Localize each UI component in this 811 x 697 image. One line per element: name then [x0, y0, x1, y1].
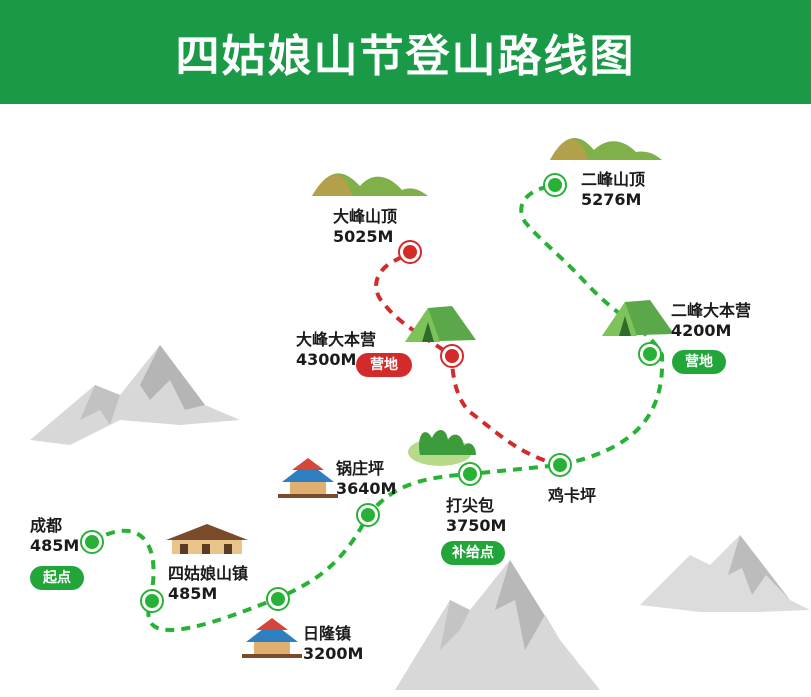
- label-rilong: 日隆镇 3200M: [303, 624, 363, 664]
- hill-near-erfeng-peak: [550, 137, 662, 160]
- label-jikaping: 鸡卡坪: [548, 486, 596, 506]
- badge-camp: 营地: [356, 353, 412, 377]
- point-altitude: 3750M: [446, 516, 507, 535]
- town-building-icon: [166, 524, 248, 554]
- point-erfeng-peak: [543, 173, 567, 197]
- point-dajianbao: [458, 462, 482, 486]
- header-banner: 四姑娘山节登山路线图: [0, 0, 811, 104]
- label-siguniang-town: 四姑娘山镇 485M: [168, 564, 248, 604]
- point-erfeng-camp: [638, 342, 662, 366]
- point-name: 大峰山顶: [333, 207, 398, 226]
- point-dafeng-camp: [440, 344, 464, 368]
- point-name: 四姑娘山镇: [168, 564, 249, 583]
- label-dafeng-peak: 大峰山顶 5025M: [333, 207, 397, 247]
- point-jikaping: [548, 453, 572, 477]
- point-altitude: 4200M: [671, 321, 732, 340]
- label-dafeng-camp: 大峰大本营 4300M: [296, 330, 376, 370]
- point-name: 二峰大本营: [671, 301, 752, 320]
- pavilion-icon: [278, 458, 338, 498]
- point-chengdu: [80, 530, 104, 554]
- point-altitude: 485M: [168, 584, 218, 603]
- label-erfeng-camp: 二峰大本营 4200M: [671, 301, 751, 341]
- label-guozhuangping: 锅庄坪 3640M: [336, 459, 396, 499]
- point-altitude: 5025M: [333, 227, 394, 246]
- point-name: 鸡卡坪: [548, 486, 597, 505]
- page-title: 四姑娘山节登山路线图: [175, 31, 636, 82]
- mountain-bottom-center: [395, 560, 600, 690]
- point-dafeng-peak: [398, 240, 422, 264]
- point-name: 打尖包: [446, 496, 495, 515]
- point-altitude: 485M: [30, 536, 80, 555]
- badge-start: 起点: [30, 566, 84, 590]
- hill-near-dafeng-peak: [312, 173, 428, 196]
- point-name: 锅庄坪: [336, 459, 385, 478]
- route-main-green: [90, 183, 665, 632]
- badge-camp: 营地: [672, 350, 726, 374]
- mountain-right: [640, 535, 810, 612]
- label-dajianbao: 打尖包 3750M: [446, 496, 506, 536]
- point-name: 二峰山顶: [581, 170, 646, 189]
- point-siguniang-town: [140, 589, 164, 613]
- point-name: 成都: [30, 516, 63, 535]
- point-name: 大峰大本营: [296, 330, 377, 349]
- point-guozhuangping: [356, 503, 380, 527]
- point-altitude: 5276M: [581, 190, 642, 209]
- point-name: 日隆镇: [303, 624, 352, 643]
- forest-near-dajianbao: [408, 430, 476, 466]
- badge-supply: 补给点: [441, 541, 505, 565]
- point-altitude: 3200M: [303, 644, 364, 663]
- label-erfeng-peak: 二峰山顶 5276M: [581, 170, 645, 210]
- pavilion-icon: [242, 618, 302, 658]
- mountain-left: [30, 345, 240, 445]
- point-altitude: 3640M: [336, 479, 397, 498]
- point-altitude: 4300M: [296, 350, 357, 369]
- tent-icon: [405, 306, 476, 342]
- point-rilong: [266, 587, 290, 611]
- label-chengdu: 成都 485M: [30, 516, 79, 556]
- tent-icon: [602, 300, 674, 336]
